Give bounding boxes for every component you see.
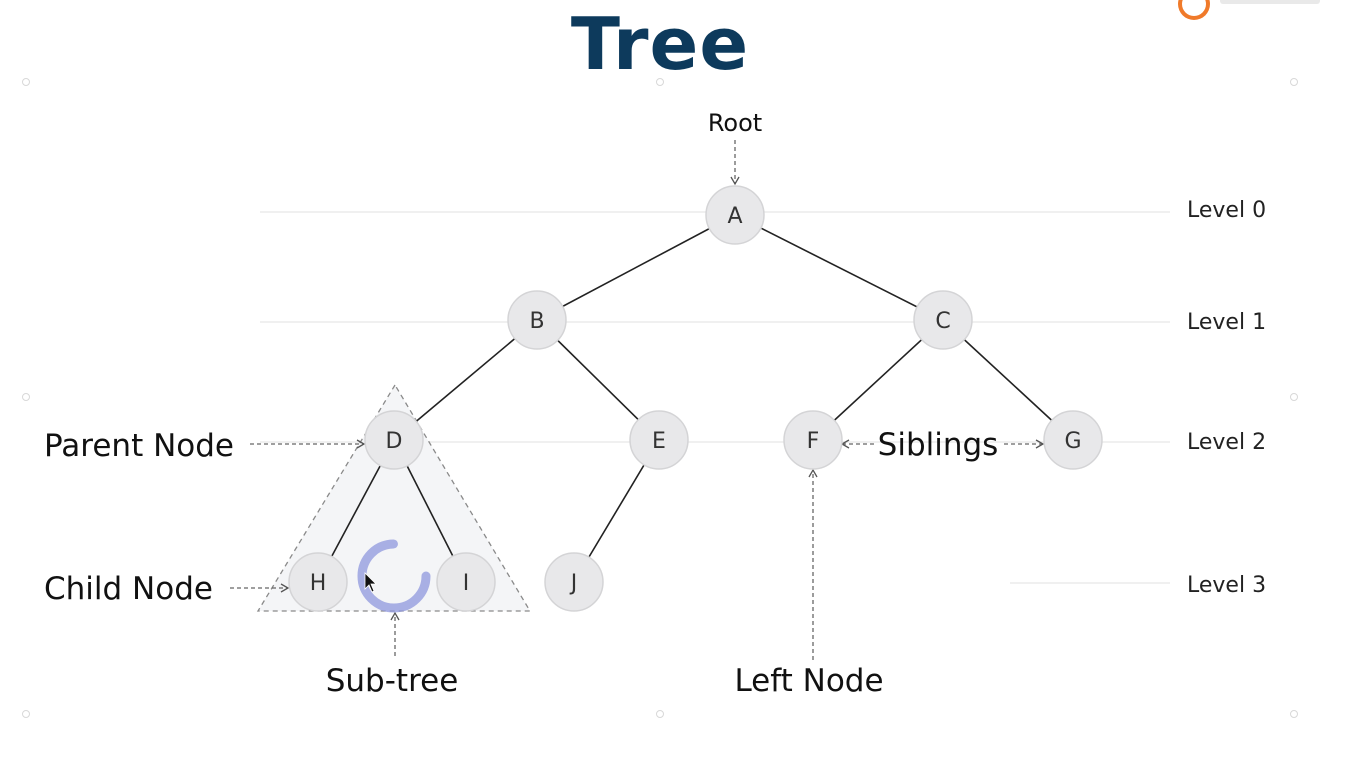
- level-1-label: Level 1: [1187, 310, 1266, 335]
- root-label: Root: [708, 109, 762, 137]
- node-i: I: [436, 552, 496, 612]
- node-i-label: I: [463, 571, 470, 596]
- node-b-label: B: [529, 309, 544, 334]
- slide-title: Tree: [570, 2, 750, 86]
- node-a: A: [705, 185, 765, 245]
- node-a-label: A: [727, 204, 742, 229]
- left-node-label: Left Node: [734, 663, 883, 699]
- edge-a-c: [734, 214, 944, 321]
- corner-marker: [22, 393, 30, 401]
- logo-icon: [1178, 0, 1210, 20]
- edge-a-b: [536, 214, 736, 321]
- corner-marker: [22, 78, 30, 86]
- node-g: G: [1043, 410, 1103, 470]
- node-d-label: D: [386, 429, 403, 454]
- corner-marker: [22, 710, 30, 718]
- level-3-label: Level 3: [1187, 573, 1266, 598]
- node-h-label: H: [310, 571, 327, 596]
- level-0-label: Level 0: [1187, 198, 1266, 223]
- corner-marker: [656, 78, 664, 86]
- node-f: F: [783, 410, 843, 470]
- edge-b-d: [393, 319, 538, 441]
- corner-marker: [656, 710, 664, 718]
- logo-text-block: [1220, 0, 1320, 4]
- siblings-label: Siblings: [878, 427, 999, 463]
- node-g-label: G: [1064, 429, 1081, 454]
- node-h: H: [288, 552, 348, 612]
- corner-marker: [1290, 393, 1298, 401]
- level-2-label: Level 2: [1187, 430, 1266, 455]
- subtree-label: Sub-tree: [326, 663, 459, 699]
- node-c-label: C: [935, 309, 950, 334]
- corner-marker: [1290, 710, 1298, 718]
- corner-marker: [1290, 78, 1298, 86]
- node-f-label: F: [807, 429, 820, 454]
- node-d: D: [364, 410, 424, 470]
- node-b: B: [507, 290, 567, 350]
- node-c: C: [913, 290, 973, 350]
- node-j-label: J: [569, 571, 578, 596]
- annotation-arrows: [230, 140, 1045, 660]
- node-e-label: E: [652, 429, 666, 454]
- parent-node-label: Parent Node: [44, 428, 234, 464]
- mouse-cursor-icon: [364, 572, 377, 593]
- node-j: J: [544, 552, 604, 612]
- loading-spinner-icon: [357, 539, 431, 613]
- child-node-label: Child Node: [44, 571, 213, 607]
- node-e: E: [629, 410, 689, 470]
